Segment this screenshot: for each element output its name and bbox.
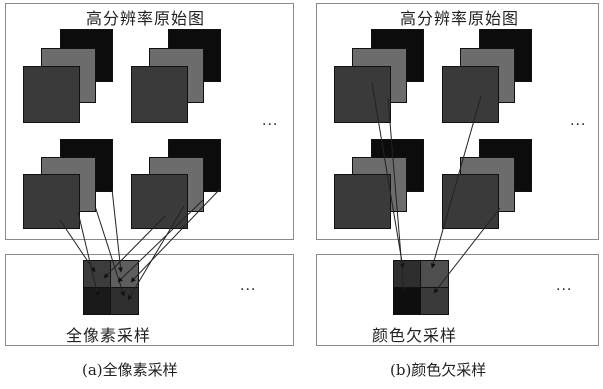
ellipsis-b-bottom: ... (556, 278, 573, 294)
grid-cell (110, 260, 139, 288)
arrow (387, 97, 407, 294)
arrow (59, 219, 96, 273)
arrow (77, 211, 100, 297)
front-layer (442, 174, 499, 229)
front-layer (131, 66, 188, 123)
front-layer (334, 174, 391, 229)
ellipsis-b-top: ... (570, 113, 587, 129)
panel-a-label: 全像素采样 (66, 326, 152, 345)
arrow (127, 205, 185, 301)
ellipsis-a-top: ... (262, 113, 279, 129)
front-layer (334, 66, 391, 123)
arrow (111, 188, 124, 273)
arrow (117, 199, 204, 283)
caption-a: (a)全像素采样 (82, 361, 178, 379)
front-layer (131, 174, 188, 229)
panel-b-label: 颜色欠采样 (372, 326, 458, 345)
arrow (103, 215, 166, 279)
panel-b-sampling (316, 254, 599, 346)
arrow (430, 95, 482, 269)
ellipsis-a-bottom: ... (240, 278, 257, 294)
arrow (371, 82, 405, 269)
sampling-grid-b (393, 260, 449, 315)
front-layer (23, 174, 80, 229)
arrow (94, 205, 125, 297)
front-layer (23, 66, 80, 123)
front-layer (442, 66, 499, 123)
arrow (130, 188, 221, 283)
caption-b: (b)颜色欠采样 (390, 361, 487, 379)
arrow (433, 207, 501, 294)
panel-a-sampling (5, 254, 294, 346)
panel-b-title: 高分辨率原始图 (400, 9, 520, 28)
panel-a-title: 高分辨率原始图 (86, 9, 206, 28)
